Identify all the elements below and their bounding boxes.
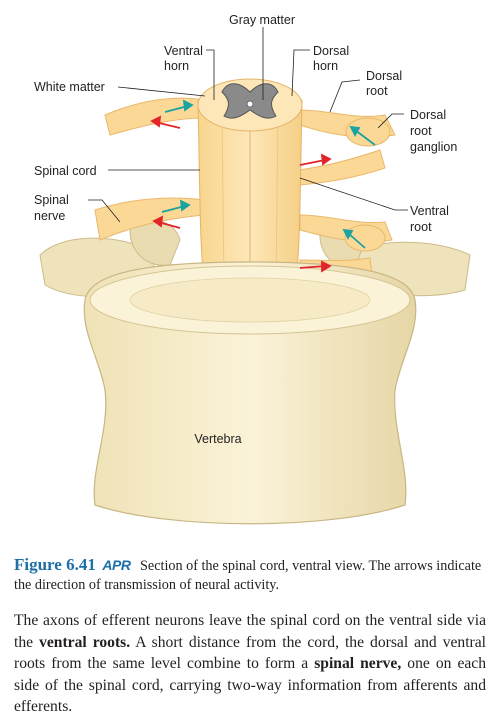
vertebral-body [83, 261, 417, 525]
leader-lines [88, 27, 408, 223]
caption-text: Section of the spinal cord, ventral view… [14, 558, 482, 593]
spinal-cord-illustration: Gray matter Ventral horn Dorsal horn Dor… [34, 13, 471, 525]
label-dorsal-horn: Dorsal horn [313, 44, 353, 73]
label-spinal-nerve: Spinal nerve [34, 193, 72, 223]
left-spinal-nerves [94, 97, 206, 241]
body-paragraph: The axons of efferent neurons leave the … [14, 610, 486, 718]
label-spinal-cord: Spinal cord [34, 164, 97, 178]
label-ventral-horn: Ventral horn [164, 44, 206, 73]
label-gray-matter: Gray matter [229, 13, 295, 27]
apr-icon: APR [102, 557, 131, 573]
figure-number: Figure 6.41 [14, 555, 96, 574]
term-spinal-nerve: spinal nerve, [314, 655, 402, 672]
afferent-arrows [161, 99, 376, 249]
term-ventral-roots: ventral roots. [39, 633, 131, 651]
body-text-3: one on each side of the spinal cord, car… [14, 655, 487, 715]
spinal-cord [197, 78, 303, 286]
label-vertebra: Vertebra [194, 432, 241, 446]
body-text-1: The axons of efferent neurons leave the … [14, 612, 486, 651]
figure-labels: Gray matter Ventral horn Dorsal horn Dor… [34, 13, 457, 446]
label-dorsal-root-ganglion: Dorsal root ganglion [410, 108, 457, 154]
label-white-matter: White matter [34, 80, 105, 94]
right-spinal-nerves [299, 109, 396, 277]
efferent-arrows [150, 115, 332, 273]
label-ventral-root: Ventral root [410, 204, 452, 234]
body-text-2: A short distance from the cord, the dors… [14, 633, 486, 673]
label-dorsal-root: Dorsal root [366, 69, 406, 98]
figure-caption: Figure 6.41 APR Section of the spinal co… [14, 555, 484, 595]
